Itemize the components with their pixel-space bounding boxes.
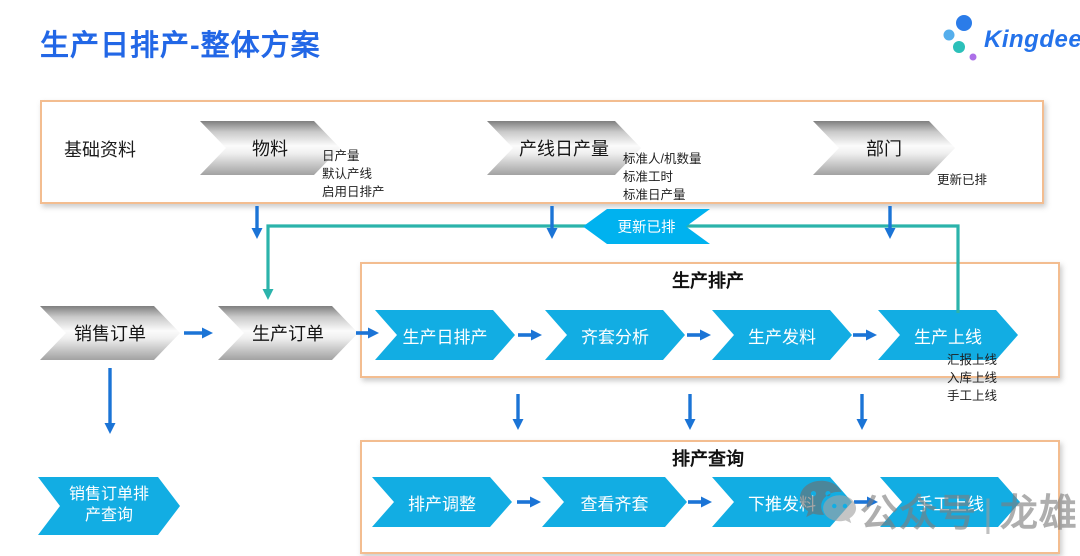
step-push-issue-label: 下推发料 [748, 494, 816, 514]
update-scheduled-chip: 更新已排 [583, 209, 710, 244]
step-view-kit: 查看齐套 [542, 477, 687, 527]
base-data-label: 基础资料 [64, 140, 136, 160]
step-department: 部门 [813, 121, 955, 175]
watermark-right: 龙雄 [999, 493, 1078, 535]
step-sales-order-query-label: 销售订单排产查询 [68, 486, 149, 524]
watermark-separator: | [983, 493, 994, 535]
step-department-label: 部门 [866, 139, 902, 159]
go-online-note: 汇报上线 入库上线 手工上线 [947, 353, 998, 404]
step-kit-analysis: 齐套分析 [545, 310, 685, 360]
kingdee-logo: Kingdee [942, 12, 1080, 70]
step-manual-online-label: 手工上线 [916, 494, 984, 514]
step-material-issue-label: 生产发料 [748, 327, 816, 347]
step-material-issue: 生产发料 [712, 310, 852, 360]
step-manual-online: 手工上线 [880, 477, 1020, 527]
step-sales-order: 销售订单 [40, 306, 180, 360]
step-schedule-adjust: 排产调整 [372, 477, 512, 527]
update-scheduled-chip-label: 更新已排 [617, 220, 676, 236]
step-line-daily-output: 产线日产量 [487, 121, 641, 175]
watermark-left: 公众号 [860, 493, 978, 535]
step-line-daily-output-label: 产线日产量 [519, 139, 609, 159]
page-title: 生产日排产-整体方案 [40, 30, 321, 62]
step-production-order-label: 生产订单 [252, 324, 324, 344]
step-go-online-label: 生产上线 [914, 327, 982, 347]
step-material-label: 物料 [252, 139, 288, 159]
kingdee-logo-text: Kingdee [984, 26, 1080, 53]
step-sales-order-query: 销售订单排产查询 [38, 477, 180, 535]
department-note: 更新已排 [937, 173, 988, 187]
line-daily-output-note: 标准人/机数量 标准工时 标准日产量 [623, 152, 702, 203]
step-kit-analysis-label: 齐套分析 [581, 327, 649, 347]
step-production-order: 生产订单 [218, 306, 358, 360]
step-view-kit-label: 查看齐套 [580, 494, 649, 514]
watermark-text: 公众号|龙雄 [860, 482, 1078, 537]
step-daily-scheduling: 生产日排产 [375, 310, 515, 360]
material-note: 日产量 默认产线 启用日排产 [322, 149, 385, 200]
wechat-icon [799, 480, 857, 524]
step-daily-scheduling-label: 生产日排产 [402, 327, 488, 347]
scheduling-query-title: 排产查询 [672, 449, 744, 469]
production-scheduling-title: 生产排产 [672, 271, 744, 291]
step-sales-order-label: 销售订单 [74, 324, 146, 344]
watermark: 公众号|龙雄 [798, 478, 1080, 542]
step-schedule-adjust-label: 排产调整 [408, 494, 476, 514]
kingdee-logo-dots-icon [943, 15, 977, 61]
step-go-online: 生产上线 [878, 310, 1018, 360]
